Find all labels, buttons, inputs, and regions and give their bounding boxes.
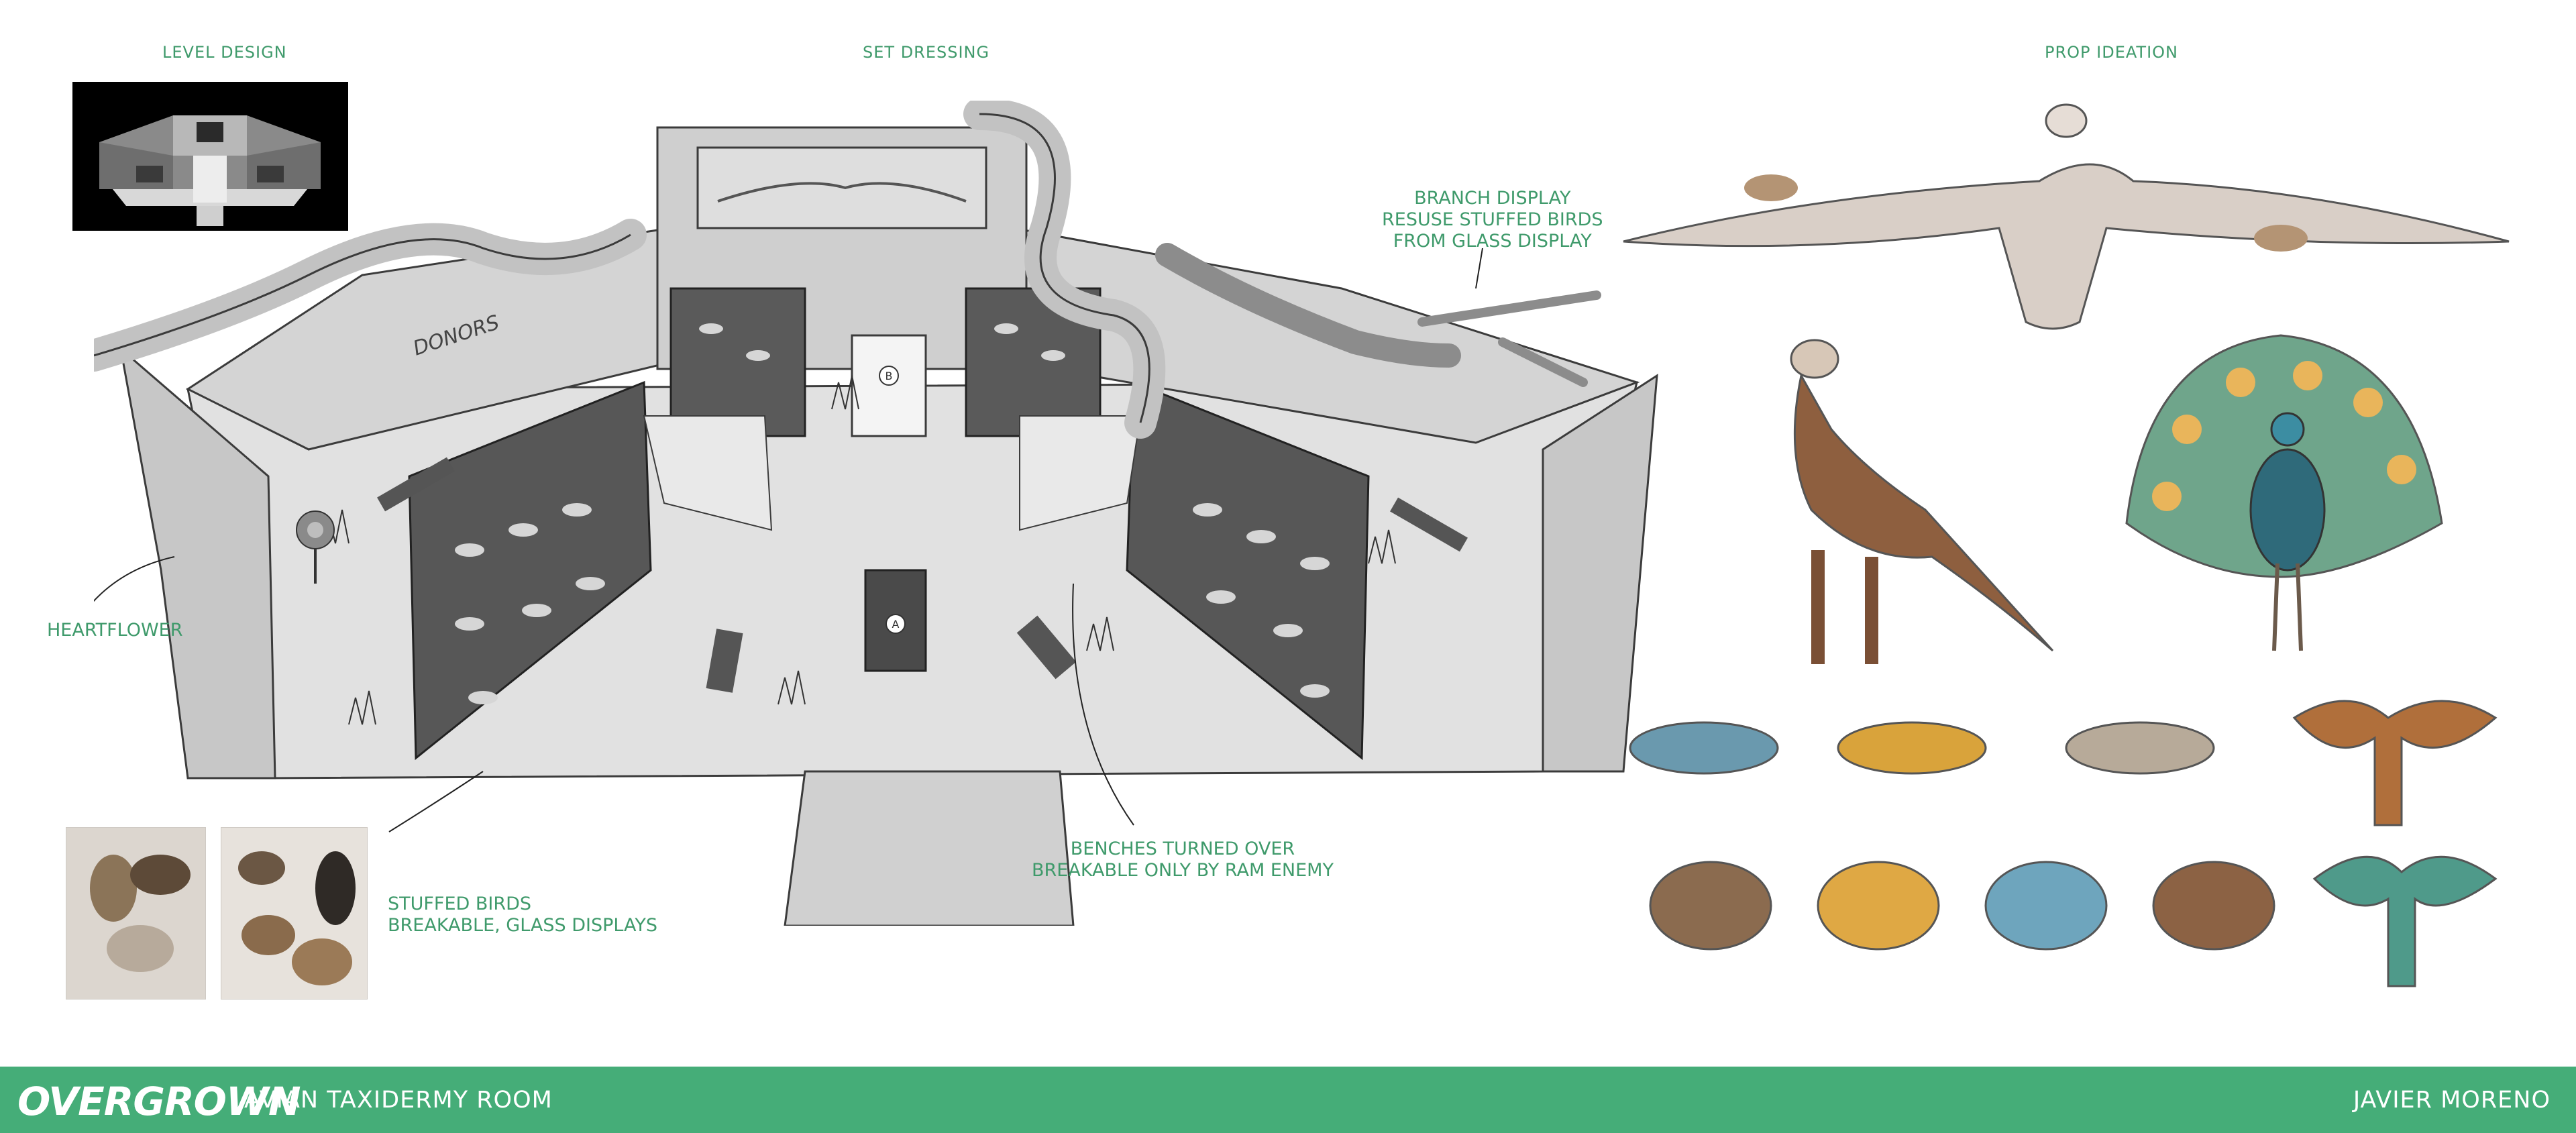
- prop-bird-illustrations: [1623, 103, 2510, 987]
- marker-a-label: A: [892, 618, 900, 631]
- level-layout-render: [99, 115, 321, 226]
- prop-ideation-birds: [1610, 94, 2522, 1006]
- level-design-thumbnail: [72, 82, 348, 231]
- game-logo: OVERGROWN: [17, 1079, 301, 1124]
- heartflower-sketch: [296, 510, 335, 584]
- level-design-heading: LEVEL DESIGN: [162, 43, 287, 62]
- prop-ideation-heading: PROP IDEATION: [2045, 43, 2178, 62]
- reference-photo-right: [221, 827, 368, 1000]
- room-title: AVIAN TAXIDERMY ROOM: [244, 1087, 553, 1114]
- albatross-prop: [1623, 103, 2510, 330]
- marker-b-label: B: [885, 370, 893, 382]
- heartflower-note: HEARTFLOWER: [47, 620, 183, 641]
- small-birds-row-1: [1629, 700, 2498, 826]
- author-name: JAVIER MORENO: [2353, 1087, 2551, 1114]
- branch-display-note: BRANCH DISPLAY RESUSE STUFFED BIRDS FROM…: [1382, 188, 1603, 252]
- benches-note: BENCHES TURNED OVER BREAKABLE ONLY BY RA…: [1032, 839, 1334, 881]
- peacock-prop: [2125, 334, 2443, 651]
- small-birds-row-2: [1649, 855, 2498, 987]
- footer-bar: OVERGROWN AVIAN TAXIDERMY ROOM JAVIER MO…: [0, 1067, 2576, 1133]
- secretary-bird-prop: [1790, 339, 2054, 664]
- set-dressing-heading: SET DRESSING: [863, 43, 990, 62]
- stuffed-birds-note: STUFFED BIRDS BREAKABLE, GLASS DISPLAYS: [388, 894, 658, 936]
- reference-photo-left: [66, 827, 206, 1000]
